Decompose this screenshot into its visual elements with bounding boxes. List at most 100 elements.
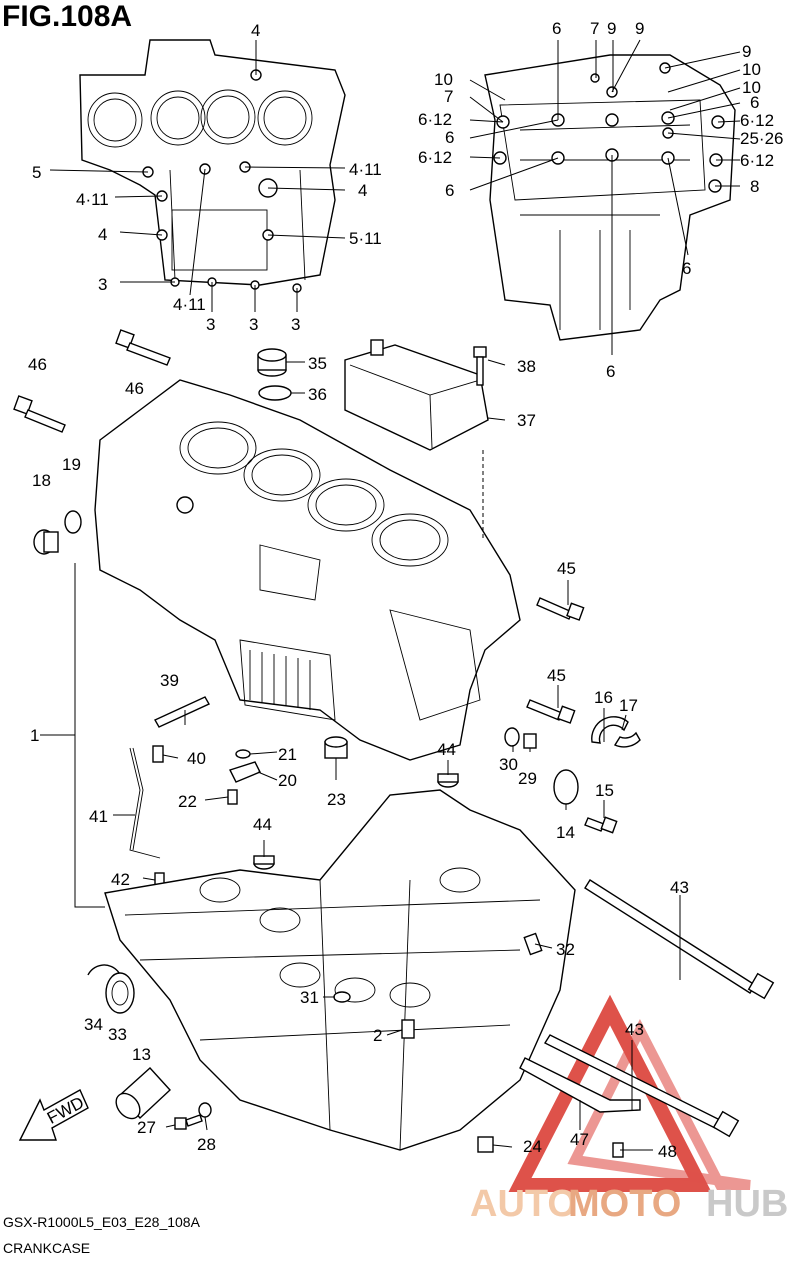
lower-crankcase — [104, 789, 576, 1151]
callout-4: 4 — [358, 181, 367, 200]
watermark-part1: AUTO — [470, 1183, 577, 1225]
upper-crankcase-top-view — [79, 39, 346, 293]
callout-7: 7 — [590, 19, 599, 38]
callout-29: 29 — [518, 769, 537, 788]
callout-17: 17 — [619, 696, 638, 715]
part-13 — [115, 1067, 171, 1120]
callout-4-11: 4·11 — [173, 295, 206, 314]
callout-15: 15 — [595, 781, 614, 800]
bolt-43a — [584, 879, 775, 1000]
figure-caption: CRANKCASE — [3, 1240, 91, 1256]
o-ring-36 — [258, 385, 292, 401]
leader-lines — [40, 39, 741, 1151]
bolt-45b — [526, 699, 576, 724]
callout-4: 4 — [98, 225, 107, 244]
callout-10: 10 — [434, 70, 453, 89]
lower-crankcase-bottom-view — [484, 54, 736, 341]
bolt-38 — [473, 346, 487, 386]
watermark-part2: MOTO — [568, 1183, 681, 1225]
callout-6: 6 — [606, 362, 615, 381]
bolt-45 — [536, 597, 585, 621]
callout-45: 45 — [557, 559, 576, 578]
callout-16: 16 — [594, 688, 613, 707]
callout-10: 10 — [742, 78, 761, 97]
watermark-logo: AUTO MOTO HUB — [470, 1183, 788, 1225]
pipe-41 — [129, 747, 161, 859]
callout-6: 6 — [750, 93, 759, 112]
plug-29 — [523, 733, 537, 749]
callout-40: 40 — [187, 749, 206, 768]
bearing-17 — [613, 731, 641, 748]
plug-18 — [33, 529, 59, 555]
bolt-27 — [174, 1114, 203, 1130]
callout-48: 48 — [658, 1142, 677, 1161]
callout-14: 14 — [556, 823, 575, 842]
sensor-32 — [523, 932, 543, 956]
bolt-15 — [584, 816, 618, 834]
callout-13: 13 — [132, 1045, 151, 1064]
callout-37: 37 — [517, 411, 536, 430]
callout-32: 32 — [556, 940, 575, 959]
callout-6-12: 6·12 — [418, 110, 452, 129]
callout-27: 27 — [137, 1118, 156, 1137]
callout-5: 5 — [32, 163, 41, 182]
callout-24: 24 — [523, 1137, 542, 1156]
callout-42: 42 — [111, 870, 130, 889]
callout-21: 21 — [278, 745, 297, 764]
o-ring-31 — [333, 991, 351, 1003]
o-ring-21 — [235, 749, 251, 759]
plug-23 — [324, 736, 348, 759]
callout-44: 44 — [253, 815, 272, 834]
callout-6-12: 6·12 — [418, 148, 452, 167]
callout-8: 8 — [750, 177, 759, 196]
o-ring-14 — [553, 769, 579, 805]
callout-3: 3 — [249, 315, 258, 334]
callout-38: 38 — [517, 357, 536, 376]
callout-6: 6 — [552, 19, 561, 38]
callout-3: 3 — [206, 315, 215, 334]
callout-44: 44 — [437, 740, 456, 759]
callout-9: 9 — [607, 19, 616, 38]
dowel-2 — [401, 1019, 415, 1039]
callout-6: 6 — [445, 128, 454, 147]
callout-33: 33 — [108, 1025, 127, 1044]
bracket-47 — [519, 1057, 641, 1113]
figure-code: GSX-R1000L5_E03_E28_108A — [3, 1214, 200, 1230]
figure-title: FIG.108A — [2, 0, 133, 33]
callout-6: 6 — [445, 181, 454, 200]
callout-4: 4 — [251, 21, 260, 40]
callout-9: 9 — [742, 42, 751, 61]
callout-22: 22 — [178, 792, 197, 811]
fwd-arrow-icon — [18, 1089, 89, 1141]
washer-30 — [504, 727, 520, 747]
callout-4-11: 4·11 — [349, 160, 382, 179]
callout-9: 9 — [635, 19, 644, 38]
plug-35 — [257, 348, 287, 377]
callout-46: 46 — [28, 355, 47, 374]
callout-45: 45 — [547, 666, 566, 685]
callout-23: 23 — [327, 790, 346, 809]
callout-31: 31 — [300, 988, 319, 1007]
callout-20: 20 — [278, 771, 297, 790]
callout-18: 18 — [32, 471, 51, 490]
callout-41: 41 — [89, 807, 108, 826]
callout-labels: 4 5 4·11 4 3 4·11 3 3 3 4·11 4 5·11 6 7 … — [28, 19, 783, 1161]
callout-39: 39 — [160, 671, 179, 690]
callout-43: 43 — [670, 878, 689, 897]
bearing-16 — [591, 716, 629, 744]
bolt-46 — [115, 329, 171, 366]
callout-2: 2 — [373, 1026, 382, 1045]
callout-10: 10 — [742, 60, 761, 79]
nut-44a — [437, 773, 459, 788]
nut-44b — [253, 855, 275, 870]
callout-6: 6 — [682, 259, 691, 278]
callout-3: 3 — [98, 275, 107, 294]
bolt-40 — [152, 745, 164, 763]
filter-33 — [105, 972, 135, 1014]
watermark-part3: HUB — [706, 1183, 788, 1225]
callout-25-26: 25·26 — [740, 129, 783, 148]
valve-20 — [229, 761, 261, 783]
callout-36: 36 — [308, 385, 327, 404]
plug-24 — [477, 1136, 494, 1153]
